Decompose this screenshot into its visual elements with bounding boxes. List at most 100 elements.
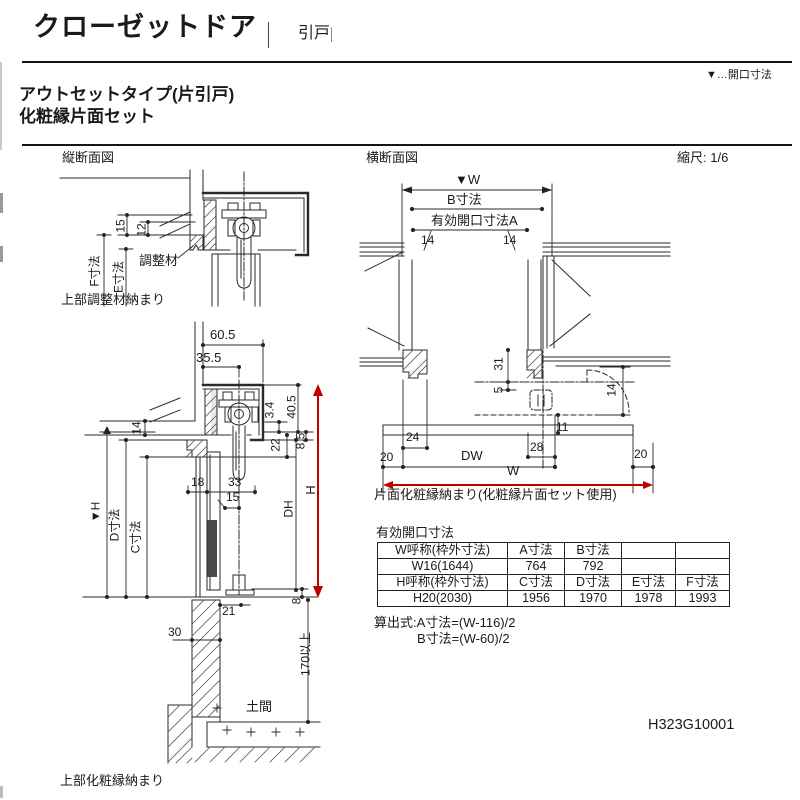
top-dimension-lines (200, 339, 266, 383)
table-cell: C寸法 (507, 574, 565, 591)
floor-label: 土間 (246, 699, 273, 714)
dim-label: 12 (134, 223, 149, 237)
dim-label: 14 (503, 233, 517, 247)
dim-label: 31 (491, 357, 506, 371)
dim-label: 20 (380, 450, 394, 464)
table-cell: 1978 (621, 590, 676, 607)
dim-label: DW (461, 448, 483, 463)
horizontal-section-drawing (359, 183, 671, 494)
right-jamb (526, 259, 543, 379)
table-cell: 1993 (675, 590, 730, 607)
subtitle-rule (22, 144, 792, 146)
legend-open-dim: ▼…開口寸法 (706, 69, 772, 81)
table-cell: D寸法 (564, 574, 622, 591)
adjuster-material-label: 調整材 (139, 253, 179, 268)
dim-label: H (302, 485, 318, 495)
left-jamb (398, 259, 428, 379)
dim-label: 14 (604, 383, 619, 397)
track-housing (201, 191, 310, 257)
table-title: 有効開口寸法 (376, 525, 455, 540)
dim-label: 40.5 (284, 395, 299, 419)
vertical-section-label: 縦断面図 (62, 150, 115, 165)
page-title: クローゼットドア (33, 12, 257, 42)
table-cell: W16(1644) (377, 558, 508, 575)
table-cell: E寸法 (621, 574, 676, 591)
bottom-caption: 上部化粧縁納まり (60, 773, 165, 788)
dim-label: 8 (289, 597, 304, 605)
dim-label: C寸法 (128, 520, 143, 554)
width-dimension-red-arrow (383, 481, 653, 489)
table-cell: B寸法 (564, 542, 622, 559)
hanger-bolt (236, 171, 252, 301)
top-detail-caption: 上部調整材納まり (61, 292, 166, 307)
dim-label: 18 (191, 475, 205, 489)
page-edge-mark (0, 193, 3, 213)
page-edge-mark (0, 62, 2, 150)
dim-label: 24 (406, 430, 420, 444)
door-panel (195, 451, 255, 598)
dim-label: ▼W (455, 172, 481, 187)
dim-label: 3.4 (262, 401, 277, 419)
formula-line1: 算出式:A寸法=(W-116)/2 (374, 615, 516, 630)
vertical-section-main-drawing (82, 321, 323, 764)
scale-label: 縮尺: 1/6 (677, 150, 729, 165)
category-label: 引戸 (298, 25, 331, 42)
table-cell: F寸法 (675, 574, 730, 591)
trim-sill (186, 439, 208, 458)
dim-label: 33 (228, 475, 242, 489)
header-rule (22, 61, 792, 63)
dim-label: 15 (226, 490, 240, 504)
dim-label: 14 (129, 421, 144, 435)
dim-label: F寸法 (87, 255, 102, 287)
table-cell: 792 (564, 558, 622, 575)
opening-dimension-table: W呼称(枠外寸法) A寸法 B寸法 W16(1644) 764 792 H呼称(… (377, 542, 730, 607)
wall-lines (84, 321, 221, 436)
dim-label: 60.5 (210, 327, 236, 342)
vertical-section-top-detail-drawing (59, 169, 310, 307)
dim-label: E寸法 (111, 260, 126, 294)
dim-label: 5 (491, 386, 506, 394)
dim-label: 170以上 (298, 631, 313, 677)
dim-label: 30 (168, 625, 182, 639)
formula-line2: B寸法=(W-60)/2 (417, 631, 510, 646)
trim-board (382, 424, 634, 436)
door-panel (211, 253, 261, 307)
hanger-bolt (232, 379, 246, 595)
table-row: W16(1644) 764 792 (377, 558, 730, 575)
table-cell: H呼称(枠外寸法) (377, 574, 508, 591)
table-row: H20(2030) 1956 1970 1978 1993 (377, 590, 730, 607)
dimension-lines (380, 347, 656, 494)
dim-label: ▼H (88, 501, 103, 523)
dim-label: W (507, 463, 520, 478)
adjuster-block (189, 234, 204, 251)
wall-lines (59, 169, 204, 239)
dim-label: D寸法 (107, 508, 122, 542)
table-cell: 1956 (507, 590, 565, 607)
dim-label: 15 (113, 219, 128, 233)
floor-slab (167, 703, 321, 764)
dim-label: 20 (634, 447, 648, 461)
dim-label: 21 (222, 604, 236, 618)
subtitle-line2: 化粧縁片面セット (19, 107, 155, 126)
header-tick (331, 27, 332, 42)
dim-label: 8.5 (293, 432, 308, 450)
table-cell: 764 (507, 558, 565, 575)
dim-label: 35.5 (196, 350, 222, 365)
dim-label: DH (281, 500, 296, 518)
dim-label: 11 (556, 420, 569, 434)
height-dimension-red-arrow (313, 384, 323, 598)
table-cell: W呼称(枠外寸法) (377, 542, 508, 559)
dim-label: 22 (268, 438, 283, 452)
table-row: H呼称(枠外寸法) C寸法 D寸法 E寸法 F寸法 (377, 574, 730, 591)
table-cell (675, 558, 730, 575)
page-edge-mark (0, 246, 3, 262)
width-dimension-lines (401, 183, 553, 257)
frame-member (203, 199, 217, 251)
dim-label: 14 (421, 233, 435, 247)
lower-wall (191, 599, 221, 718)
dim-label: B寸法 (447, 192, 482, 207)
subtitle-line1: アウトセットタイプ(片引戸) (19, 85, 235, 104)
horizontal-section-label: 横断面図 (366, 150, 419, 165)
page-edge-mark (0, 786, 3, 798)
